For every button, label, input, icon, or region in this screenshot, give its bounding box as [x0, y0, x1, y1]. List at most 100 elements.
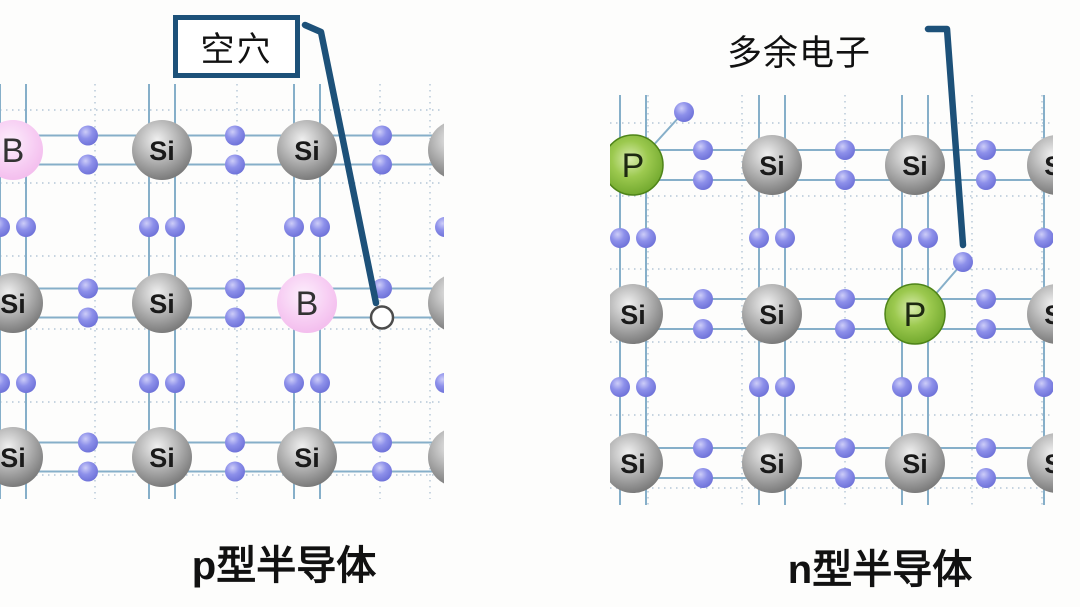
electron: [693, 468, 713, 488]
atom-p: [610, 134, 664, 196]
electron: [461, 217, 481, 237]
atom-si: [610, 433, 663, 493]
electron: [835, 140, 855, 160]
electron: [1060, 377, 1080, 397]
atom-label-si: Si: [294, 136, 320, 166]
atom-label-si: Si: [1044, 151, 1070, 181]
atom-si: [428, 276, 444, 330]
atom-label-p: P: [622, 147, 645, 185]
atom-label-si: Si: [620, 449, 646, 479]
electron: [372, 125, 392, 146]
atom-label-si: Si: [149, 289, 175, 319]
atom-label-si: Si: [902, 449, 928, 479]
atom-label-p: P: [904, 296, 927, 334]
electron: [976, 170, 996, 190]
atom-si: [277, 120, 337, 180]
atom-label-si: Si: [0, 289, 26, 319]
extra-electron: [953, 252, 973, 272]
atom-label-b: B: [296, 285, 319, 323]
electron: [835, 468, 855, 488]
electron: [78, 307, 98, 328]
electron: [693, 438, 713, 458]
electron: [749, 228, 769, 248]
atom-label-si: Si: [149, 443, 175, 473]
atom-si: [885, 135, 945, 195]
electron: [1034, 377, 1053, 397]
electron: [461, 373, 481, 393]
electron: [835, 170, 855, 190]
caption-p-type: p型半导体: [191, 544, 377, 588]
electron: [225, 307, 245, 328]
atom-p: [884, 283, 946, 345]
atom-label-si: Si: [1044, 300, 1070, 330]
atom-label-si: Si: [294, 443, 320, 473]
electron: [0, 373, 10, 393]
electron: [165, 373, 185, 393]
atom-label-si: Si: [902, 151, 928, 181]
atom-si: [742, 433, 802, 493]
atom-si: [742, 135, 802, 195]
extra-electron-leader-line: [924, 25, 967, 249]
hole-label-box: 空穴: [173, 15, 300, 78]
hole-label-text: 空穴: [200, 31, 273, 69]
electron: [78, 432, 98, 453]
electron: [976, 438, 996, 458]
atom-si: [277, 427, 337, 487]
atom-si: [132, 427, 192, 487]
electron: [749, 377, 769, 397]
electron: [918, 377, 938, 397]
electron: [693, 140, 713, 160]
electron: [610, 377, 630, 397]
atom-label-si: Si: [445, 136, 471, 166]
electron: [976, 319, 996, 339]
electron: [78, 461, 98, 482]
electron: [225, 432, 245, 453]
atom-label-si: Si: [0, 443, 26, 473]
atom-label-si: Si: [759, 151, 785, 181]
electron: [284, 373, 304, 393]
atom-si: [132, 120, 192, 180]
atom-si: [1027, 433, 1053, 493]
electron: [835, 289, 855, 309]
electron: [1060, 228, 1080, 248]
electron: [976, 289, 996, 309]
electron: [918, 228, 938, 248]
electron: [372, 432, 392, 453]
atom-si: [1027, 135, 1053, 195]
atom-label-si: Si: [759, 449, 785, 479]
electron: [775, 377, 795, 397]
electron: [435, 217, 444, 237]
caption-n-type: n型半导体: [787, 548, 973, 592]
electron: [225, 461, 245, 482]
electron: [16, 373, 36, 393]
atom-b: [277, 273, 337, 333]
electron: [835, 438, 855, 458]
electron: [165, 217, 185, 237]
electron: [284, 217, 304, 237]
atom-si: [885, 433, 945, 493]
electron: [636, 228, 656, 248]
atom-si: [428, 430, 444, 484]
extra-electron-label: 多余电子: [727, 34, 872, 73]
atom-label-si: Si: [759, 300, 785, 330]
electron: [225, 154, 245, 175]
electron: [78, 154, 98, 175]
electron: [78, 278, 98, 299]
electron: [976, 468, 996, 488]
atom-label-si: Si: [149, 136, 175, 166]
electron: [0, 217, 10, 237]
electron: [16, 217, 36, 237]
electron: [225, 125, 245, 146]
hole-leader-line: [301, 21, 380, 307]
electron: [372, 461, 392, 482]
atom-si: [0, 273, 43, 333]
electron: [310, 217, 330, 237]
electron: [835, 319, 855, 339]
atom-si: [0, 427, 43, 487]
atom-si: [610, 284, 663, 344]
electron: [610, 228, 630, 248]
electron: [976, 140, 996, 160]
electron: [435, 373, 444, 393]
